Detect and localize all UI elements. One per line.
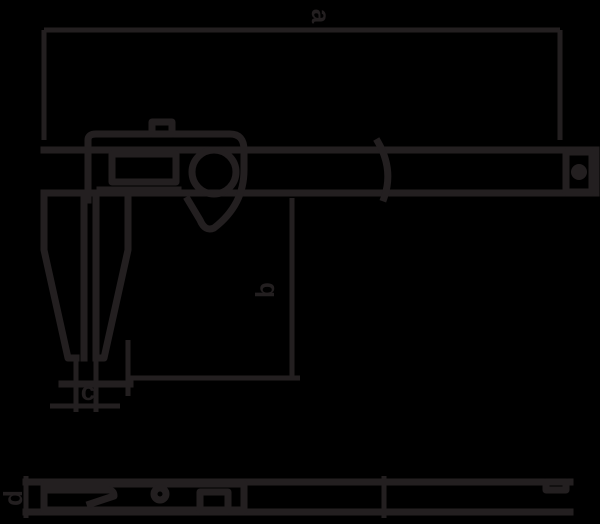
thumb-wheel-icon [188,146,240,198]
slider-head [84,118,248,233]
dimension-c: c [50,340,131,412]
lcd-display [108,150,180,186]
label-a: a [306,9,336,24]
dimension-a: a [41,9,563,140]
label-e [571,164,587,180]
side-view: d [0,476,574,518]
label-d: d [0,490,28,506]
jaws [40,189,134,388]
label-c: c [81,376,95,406]
label-b: b [250,282,280,298]
dimension-b: b [130,198,300,381]
